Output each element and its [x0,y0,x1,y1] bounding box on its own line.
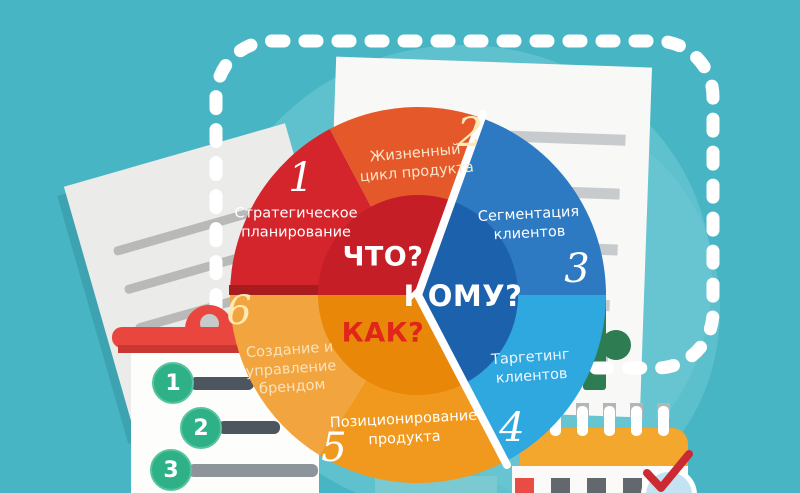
checklist-number-badge: 2 [180,407,222,449]
segment-label: Стратегическое планирование [234,205,358,240]
calendar-ring [658,406,669,436]
calendar-ring [577,406,588,436]
segment-number: 3 [564,246,590,292]
calendar-date-square [587,478,606,493]
checklist-number-badge: 1 [152,362,194,404]
teal-strip [375,476,497,493]
paper-line [123,242,278,295]
center-question-how: КАК? [341,317,425,349]
checkmark-icon [643,450,693,492]
sheet-line [499,184,620,200]
calendar-ring [604,406,615,436]
checklist-line [188,464,318,477]
segment-number: 6 [226,288,252,334]
segment-number: 1 [288,155,314,201]
sheet-line [503,130,626,146]
calendar-ring [550,406,561,436]
calendar-date-square-highlight [515,478,534,493]
checklist-number: 1 [165,370,181,396]
segment-number: 4 [499,405,525,451]
calendar-ring [631,406,642,436]
checklist-number: 3 [163,457,179,483]
segment-label: Сегментация клиентов [477,203,580,243]
calendar-date-square [551,478,570,493]
checklist-number: 2 [193,415,209,441]
calendar-date-square [623,478,642,493]
checklist-number-badge: 3 [150,449,192,491]
center-question-whom: КОМУ? [403,279,523,313]
center-question-what: ЧТО? [342,241,424,273]
checklist-line [218,421,280,434]
puzzle-piece-knob [601,330,631,360]
segment-label: Создание и управление брендом [245,339,337,398]
segment-label: Таргетинг клиентов [490,346,571,387]
